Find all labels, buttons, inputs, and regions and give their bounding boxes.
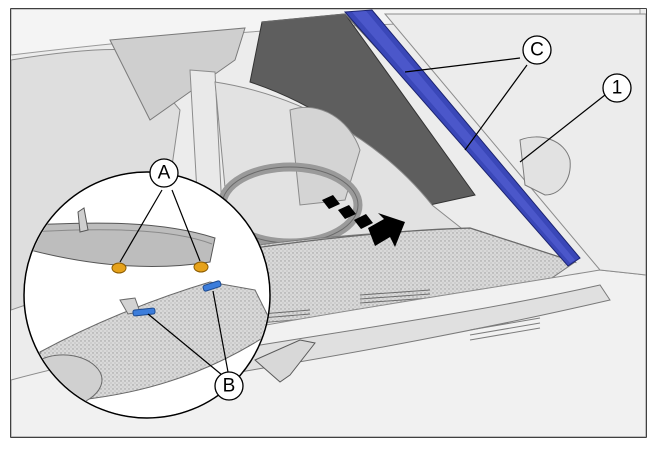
detail-inset <box>23 171 271 419</box>
callout-1: 1 <box>602 73 632 103</box>
leader-lines <box>119 57 606 376</box>
clip-a-left <box>111 262 127 274</box>
cowl-grille <box>469 317 541 341</box>
callout-a: A <box>149 158 179 188</box>
callout-b: B <box>214 371 244 401</box>
callout-c: C <box>522 35 552 65</box>
marker-b-left <box>132 307 156 317</box>
cowl-panel <box>229 284 611 373</box>
callout-1-label: 1 <box>612 78 623 99</box>
wiper-arm <box>254 339 316 383</box>
dashboard-vents <box>249 289 431 320</box>
marker-b-right <box>202 280 222 292</box>
clip-a-right <box>193 261 209 273</box>
installation-direction-arrow <box>322 195 405 247</box>
left-a-pillar <box>109 27 246 121</box>
callout-c-label: C <box>530 40 544 61</box>
callout-b-label: B <box>223 376 236 397</box>
callout-a-label: A <box>158 163 171 184</box>
